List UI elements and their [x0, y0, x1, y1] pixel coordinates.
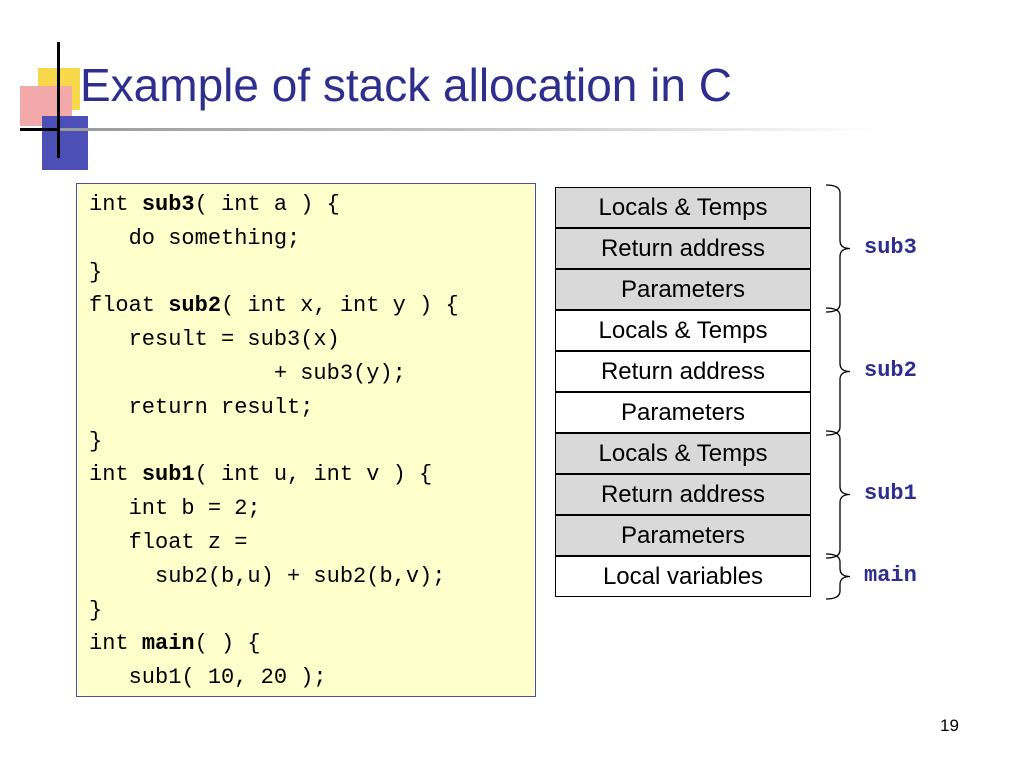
code-line: }: [89, 595, 102, 627]
code-text: return result;: [89, 394, 314, 420]
slide-title: Example of stack allocation in C: [80, 59, 732, 111]
code-text: }: [89, 597, 103, 623]
code-line: }: [89, 426, 102, 458]
stack-cell: Locals & Temps: [555, 310, 811, 351]
code-text: int: [89, 631, 142, 657]
code-text: int: [89, 192, 142, 217]
code-line: int sub3( int a ) {: [89, 189, 340, 221]
code-function-name: main: [141, 631, 195, 657]
title-underline: [60, 128, 880, 131]
code-text: int b = 2;: [89, 496, 261, 522]
code-text: sub1( 10, 20 );: [89, 665, 327, 691]
stack-cell: Local variables: [555, 556, 811, 597]
stack-cell: Return address: [555, 351, 811, 392]
code-text: do something;: [89, 225, 301, 251]
logo-blue-square: [42, 116, 88, 170]
code-line: int sub1( int u, int v ) {: [89, 459, 432, 491]
code-listing: int sub3( int a ) { do something;} float …: [76, 183, 536, 697]
code-function-name: sub2: [168, 293, 222, 319]
code-line: int b = 2;: [89, 493, 261, 525]
code-function-name: sub1: [141, 462, 195, 488]
code-line: return result;: [89, 392, 314, 424]
code-text: ( int x, int y ) {: [221, 293, 459, 319]
code-text: int: [89, 462, 142, 488]
stack-cell: Return address: [555, 474, 811, 515]
code-line: do something;: [89, 223, 301, 255]
frame-label-sub1: sub1: [864, 480, 917, 506]
code-text: ( ) {: [194, 631, 261, 657]
code-function-name: sub3: [141, 192, 195, 217]
code-line: + sub3(y);: [89, 358, 406, 390]
code-text: float z =: [89, 530, 248, 555]
slide-logo: [0, 0, 100, 180]
code-line: int main( ) {: [89, 628, 261, 660]
stack-cell: Parameters: [555, 392, 811, 433]
frame-label-main: main: [864, 562, 917, 588]
code-line: }: [89, 257, 102, 289]
code-text: }: [89, 428, 103, 454]
code-text: result = sub3(x): [89, 327, 340, 353]
frame-braces: [825, 184, 851, 600]
brace-sub3: [825, 184, 851, 313]
page-number: 19: [940, 716, 959, 735]
code-text: ( int u, int v ) {: [194, 462, 433, 488]
logo-horizontal-line: [20, 128, 92, 131]
stack-cell: Parameters: [555, 515, 811, 556]
stack-cell: Return address: [555, 228, 811, 269]
code-text: ( int a ) {: [194, 192, 340, 217]
logo-vertical-line: [57, 42, 60, 158]
code-line: sub1( 10, 20 );: [89, 662, 327, 694]
stack-cell: Locals & Temps: [555, 433, 811, 474]
code-line: result = sub3(x): [89, 324, 340, 356]
stack-cell: Locals & Temps: [555, 187, 811, 228]
brace-sub2: [825, 307, 851, 436]
code-line: float z =: [89, 527, 248, 559]
code-text: + sub3(y);: [89, 361, 406, 386]
frame-label-sub3: sub3: [864, 234, 917, 260]
code-text: float: [89, 293, 169, 319]
code-line: float sub2( int x, int y ) {: [89, 290, 459, 322]
brace-sub1: [825, 430, 851, 559]
code-line: sub2(b,u) + sub2(b,v);: [89, 561, 445, 593]
frame-label-sub2: sub2: [864, 357, 917, 383]
stack-cell: Parameters: [555, 269, 811, 310]
code-text: }: [89, 259, 103, 285]
brace-main: [825, 553, 851, 600]
code-text: sub2(b,u) + sub2(b,v);: [89, 563, 446, 589]
